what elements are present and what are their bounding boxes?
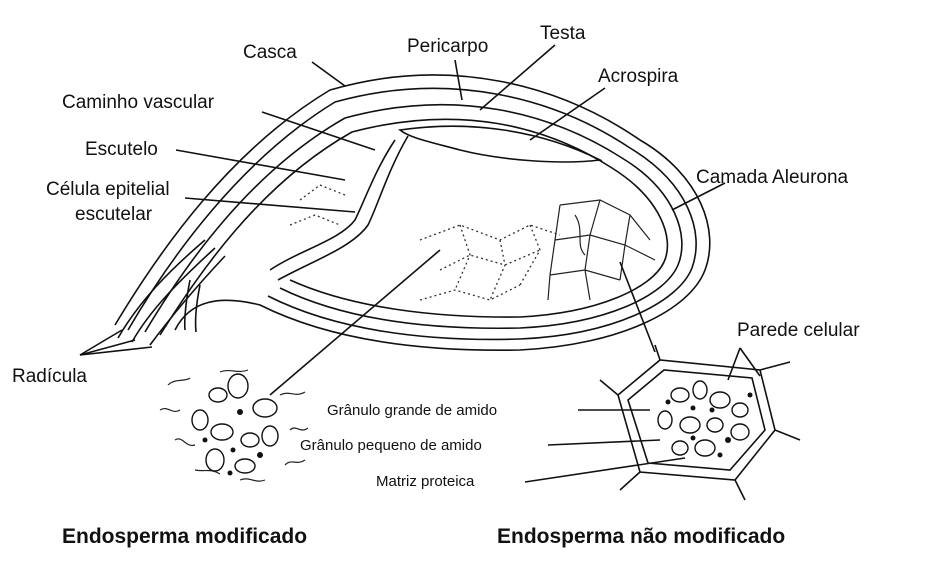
labels: Casca Pericarpo Testa Acrospira Caminho … (12, 23, 860, 490)
label-granulo-pequeno: Grânulo pequeno de amido (300, 437, 482, 454)
endosperm-cells (290, 185, 655, 300)
label-parede-celular: Parede celular (737, 320, 860, 341)
label-granulo-grande: Grânulo grande de amido (327, 402, 497, 419)
label-testa: Testa (540, 23, 586, 44)
modified-endosperm-detail (160, 370, 308, 481)
label-pericarpo: Pericarpo (407, 36, 488, 57)
grain-outline (115, 75, 710, 350)
captions: Endosperma modificado Endosperma não mod… (62, 525, 785, 548)
label-acrospira: Acrospira (598, 66, 679, 87)
label-radicula: Radícula (12, 366, 87, 387)
label-celula-epitelial-line2: escutelar (75, 204, 153, 225)
label-caminho-vascular: Caminho vascular (62, 92, 215, 113)
unmodified-endosperm-detail (600, 345, 800, 500)
label-camada-aleurona: Camada Aleurona (696, 167, 849, 188)
caption-endosperma-nao-modificado: Endosperma não modificado (497, 525, 785, 548)
label-casca: Casca (243, 42, 297, 63)
caption-endosperma-modificado: Endosperma modificado (62, 525, 307, 548)
label-escutelo: Escutelo (85, 139, 158, 160)
label-celula-epitelial-line1: Célula epitelial (46, 179, 170, 200)
label-matriz-proteica: Matriz proteica (376, 473, 475, 490)
